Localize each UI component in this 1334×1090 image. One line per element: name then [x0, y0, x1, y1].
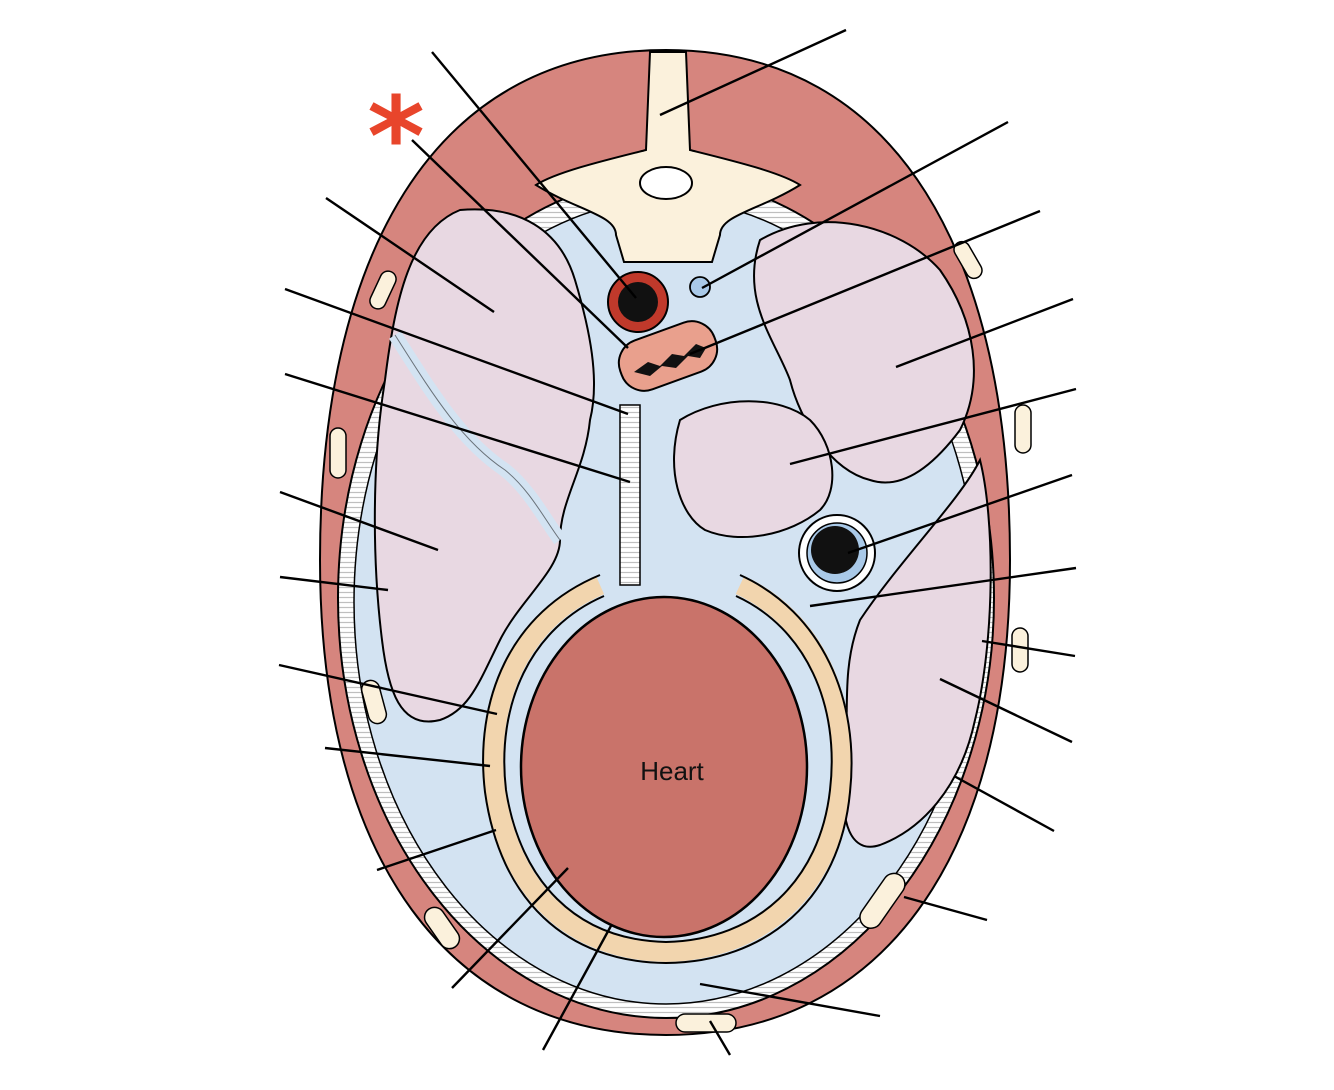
- right-lung-upper-lobe: [753, 221, 975, 484]
- vertebra: [534, 51, 802, 263]
- mediastinal-septum: [619, 404, 641, 586]
- leader-line-pericardium-left-2: [324, 746, 491, 768]
- leader-line-mediastinum-2: [284, 372, 631, 484]
- leader-line-pericardium-inner: [451, 867, 569, 989]
- leader-line-right-lung-lower: [939, 677, 1073, 744]
- pericardium-inner-line: [503, 595, 833, 944]
- leader-line-visceral-pleura-right: [981, 639, 1076, 658]
- left-lung: [373, 208, 595, 723]
- spinal-canal: [639, 166, 693, 200]
- leader-line-left-lung-lower: [279, 490, 439, 552]
- leader-line-bronchus: [847, 473, 1073, 555]
- leader-line-pulmonary-ligament: [809, 566, 1077, 608]
- leader-line-esophagus: [689, 209, 1041, 356]
- leader-line-mediastinum-1: [284, 287, 629, 416]
- pericardium-fibrous: [483, 575, 852, 963]
- heart-label: Heart: [640, 756, 704, 786]
- leader-lines: [278, 28, 1077, 1056]
- esophagus-lumen: [634, 344, 706, 376]
- leader-line-sternum: [708, 1020, 732, 1056]
- bronchus-lumen: [811, 526, 859, 574]
- leader-line-right-lung-upper: [895, 297, 1074, 369]
- leader-line-rib-right: [903, 895, 988, 922]
- leader-line-asterisk: [411, 139, 629, 349]
- leader-line-aorta: [431, 51, 637, 299]
- heart: [519, 595, 809, 939]
- leader-line-left-lung-upper: [325, 197, 495, 313]
- leader-line-pleura-left: [279, 575, 389, 592]
- rib-segments: [329, 240, 1032, 1033]
- leader-line-pericardial-cavity: [541, 923, 614, 1051]
- leader-line-small-vessel: [701, 120, 1009, 290]
- asterisk-marker: *: [367, 73, 425, 201]
- leader-line-anterior-mediastinum: [699, 982, 881, 1018]
- right-lung-middle-lobe: [673, 400, 834, 539]
- left-lung-fissure-outline: [394, 334, 561, 541]
- small-vessel: [689, 276, 711, 298]
- leader-line-vertebra: [659, 28, 847, 117]
- leader-line-parietal-pleura-right: [953, 774, 1055, 833]
- aorta-lumen: [618, 282, 658, 322]
- leader-line-pericardium-left-1: [278, 663, 498, 716]
- leader-line-right-lung-middle: [789, 387, 1077, 466]
- leader-line-pericardium-left-3: [376, 828, 497, 872]
